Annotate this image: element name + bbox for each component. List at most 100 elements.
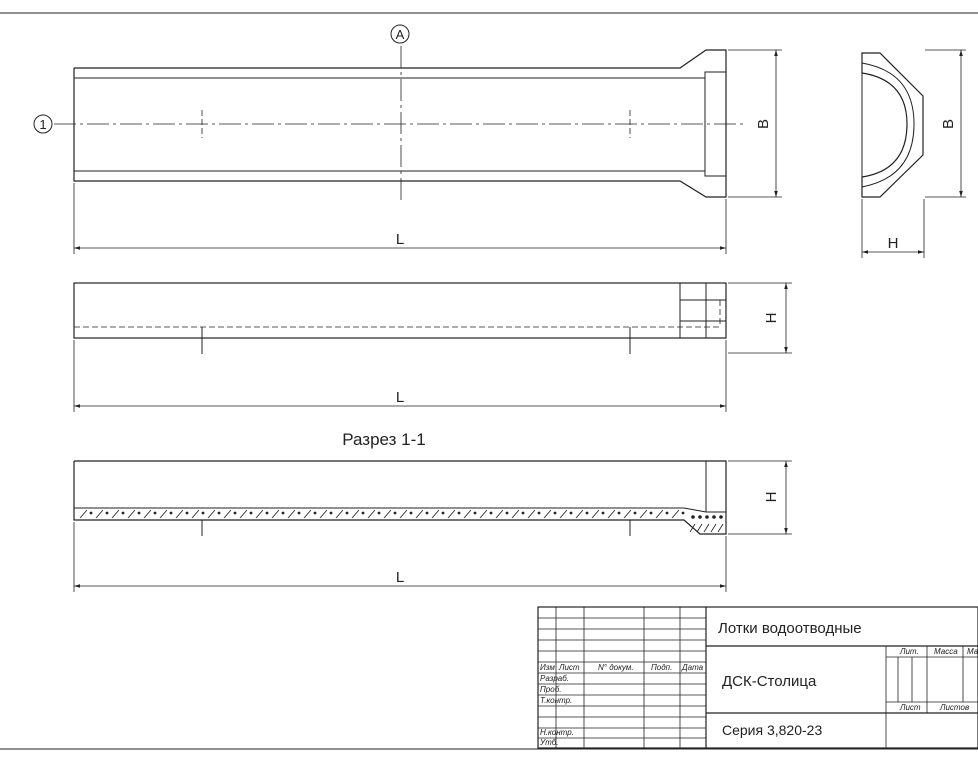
side-view-height-label: H	[763, 313, 780, 324]
hatch-dot	[505, 511, 509, 515]
hatch-line	[696, 523, 703, 533]
hatch-dot	[617, 511, 621, 515]
title-block-company: ДСК-Столица	[722, 673, 817, 690]
hatch-dot	[249, 511, 253, 515]
hatch-line	[703, 523, 710, 533]
hatch-dot	[698, 515, 702, 519]
role-checker: Проб.	[540, 685, 561, 694]
top-view-width-dimension	[728, 49, 782, 198]
hatch-dot	[297, 511, 301, 515]
hatch-dot	[665, 511, 669, 515]
side-view-length-label: L	[396, 389, 404, 406]
hatch-line	[527, 509, 536, 519]
hatch-dot	[137, 511, 141, 515]
hatch-dot	[377, 511, 381, 515]
hatch-dot	[585, 511, 589, 515]
hatch-dot	[393, 511, 397, 515]
role-norm-control: Н.контр.	[540, 728, 574, 737]
hatch-dot	[281, 511, 285, 515]
hatch-line	[447, 509, 456, 519]
header-list: Лист	[558, 663, 580, 672]
hatch-dot	[649, 511, 653, 515]
header-doc-no: N° докум.	[598, 663, 634, 672]
hatch-dot	[712, 515, 716, 519]
hatch-line	[511, 509, 520, 519]
hatch-line	[95, 509, 104, 519]
axis-a-label: A	[396, 27, 405, 42]
hatch-line	[689, 523, 696, 533]
meta-sheet: Лист	[899, 703, 921, 712]
hatch-line	[383, 509, 392, 519]
end-view-height-dimension	[861, 199, 925, 258]
hatch-dot	[719, 515, 723, 519]
hatch-dot	[345, 511, 349, 515]
hatch-dot	[185, 511, 189, 515]
hatch-line	[335, 509, 344, 519]
hatch-dot	[217, 511, 221, 515]
meta-scale: Ма	[967, 647, 978, 656]
hatch-line	[543, 509, 552, 519]
meta-sheets: Листов	[939, 703, 969, 712]
hatch-dot	[105, 511, 109, 515]
hatch-line	[639, 509, 648, 519]
hatch-line	[495, 509, 504, 519]
title-block-product-title: Лотки водоотводные	[718, 620, 862, 637]
title-block-series: Серия 3,820-23	[722, 722, 822, 738]
hatch-dot	[89, 511, 93, 515]
header-signature: Подп.	[651, 663, 672, 672]
hatch-line	[175, 509, 184, 519]
role-developer: Разраб.	[540, 674, 569, 683]
axis-1-marker: 1	[33, 114, 53, 134]
section-hatching	[79, 509, 724, 533]
hatch-line	[479, 509, 488, 519]
end-view	[861, 52, 924, 198]
section-height-dimension	[728, 460, 792, 535]
side-view-height-dimension	[728, 282, 792, 354]
header-izm: Изм	[540, 663, 555, 672]
section-title: Разрез 1-1	[342, 430, 425, 449]
hatch-line	[710, 523, 717, 533]
hatch-dot	[425, 511, 429, 515]
side-view	[73, 282, 727, 354]
hatch-line	[223, 509, 232, 519]
hatch-line	[717, 523, 724, 533]
hatch-dot	[441, 511, 445, 515]
hatch-line	[431, 509, 440, 519]
meta-mass: Масса	[934, 647, 958, 656]
hatch-line	[671, 509, 680, 519]
role-approved: Утб.	[539, 738, 559, 747]
hatch-line	[191, 509, 200, 519]
hatch-dot	[633, 511, 637, 515]
role-tech-control: Т.контр.	[540, 696, 572, 705]
top-view-length-label: L	[396, 231, 404, 248]
hatch-line	[463, 509, 472, 519]
side-view-length-dimension	[73, 340, 727, 412]
hatch-line	[287, 509, 296, 519]
hatch-dot	[153, 511, 157, 515]
top-view	[54, 46, 745, 200]
hatch-dot	[473, 511, 477, 515]
hatch-dot	[691, 515, 695, 519]
hatch-line	[255, 509, 264, 519]
hatch-line	[367, 509, 376, 519]
hatch-line	[559, 509, 568, 519]
meta-lit: Лит.	[899, 647, 919, 656]
hatch-dot	[457, 511, 461, 515]
hatch-dot	[361, 511, 365, 515]
hatch-line	[415, 509, 424, 519]
end-view-width-dimension	[925, 49, 966, 198]
header-date: Дата	[681, 663, 704, 672]
hatch-dot	[233, 511, 237, 515]
hatch-line	[623, 509, 632, 519]
hatch-line	[591, 509, 600, 519]
hatch-line	[655, 509, 664, 519]
hatch-line	[207, 509, 216, 519]
section-view	[73, 460, 727, 536]
hatch-dot	[329, 511, 333, 515]
section-height-label: H	[763, 492, 780, 503]
hatch-line	[575, 509, 584, 519]
hatch-dot	[489, 511, 493, 515]
hatch-dot	[121, 511, 125, 515]
hatch-line	[239, 509, 248, 519]
hatch-line	[607, 509, 616, 519]
